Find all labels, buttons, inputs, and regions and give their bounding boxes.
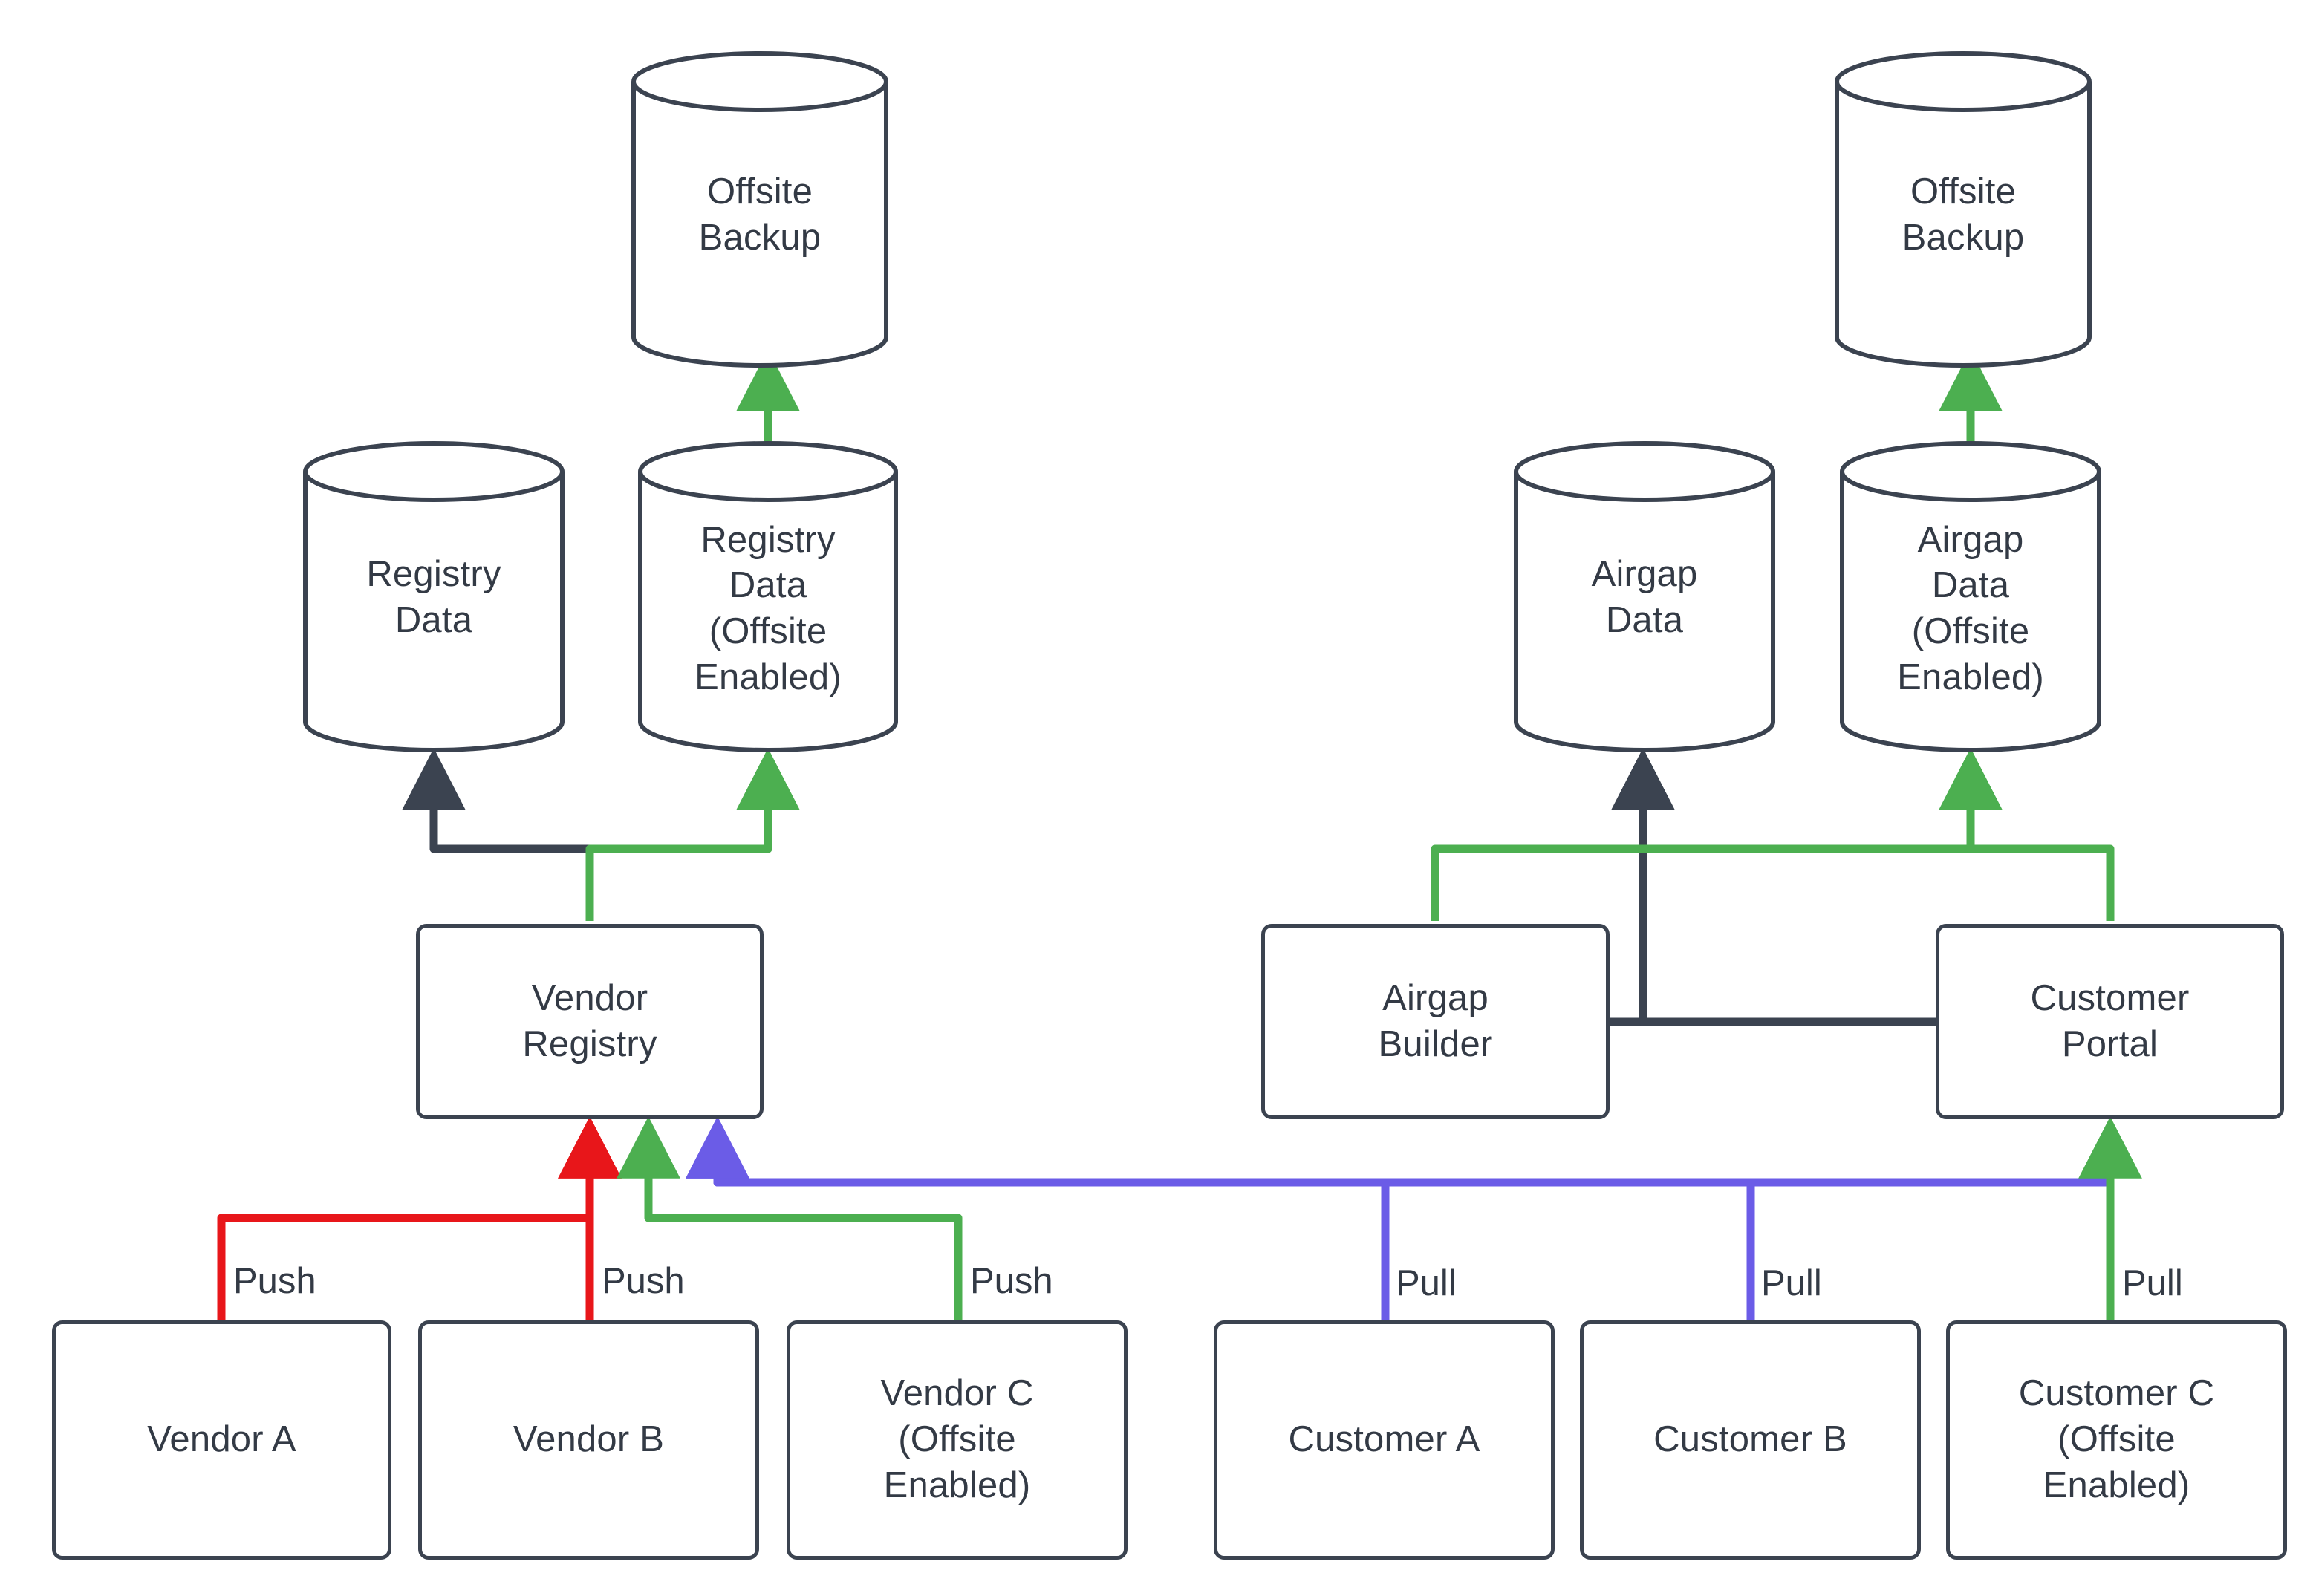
node-airgap-data[interactable]: Airgap Data xyxy=(1591,554,1698,640)
node-registry-data-offsite[interactable]: Registry Data (Offsite Enabled) xyxy=(694,519,842,697)
cylinder-offsite-backup-left xyxy=(631,82,888,368)
edge-label-vendor-b-push: Push xyxy=(602,1261,685,1301)
node-offsite-backup-left[interactable]: Offsite Backup xyxy=(698,172,822,258)
cylinder-offsite-backup-right xyxy=(1835,82,2092,368)
cylinder-top-airgap-data xyxy=(1514,441,1775,502)
edge-label-customer-a-pull: Pull xyxy=(1396,1263,1457,1303)
node-customer-c[interactable]: Customer C (Offsite Enabled) xyxy=(1946,1320,2287,1560)
edge-airgap-builder-to-airgap-data-offsite xyxy=(1431,748,2003,921)
node-airgap-data-offsite[interactable]: Airgap Data (Offsite Enabled) xyxy=(1897,519,2044,697)
node-vendor-b[interactable]: Vendor B xyxy=(418,1320,759,1560)
edge-vendor-registry-to-registry-data-offsite xyxy=(585,748,800,921)
edge-customer-b-pull xyxy=(686,1116,1755,1320)
node-vendor-c[interactable]: Vendor C (Offsite Enabled) xyxy=(787,1320,1128,1560)
edge-label-vendor-c-push: Push xyxy=(970,1261,1053,1301)
cylinder-top-offsite-backup-right xyxy=(1835,51,2092,112)
node-customer-a[interactable]: Customer A xyxy=(1214,1320,1555,1560)
edge-vendor-registry-to-registry-data xyxy=(402,748,594,921)
cylinder-registry-data xyxy=(303,472,565,752)
cylinder-top-offsite-backup-left xyxy=(631,51,888,112)
cylinder-airgap-data-offsite xyxy=(1840,472,2101,752)
edge-vendor-c-push xyxy=(617,1116,963,1320)
cylinder-top-airgap-data-offsite xyxy=(1840,441,2101,502)
cylinder-top-registry-data-offsite xyxy=(638,441,898,502)
node-customer-portal[interactable]: Customer Portal xyxy=(1936,924,2284,1119)
edge-label-vendor-a-push: Push xyxy=(233,1261,316,1301)
edge-label-customer-c-pull: Pull xyxy=(2122,1263,2183,1303)
node-offsite-backup-right[interactable]: Offsite Backup xyxy=(1902,172,2025,258)
cylinder-top-registry-data xyxy=(303,441,565,502)
edge-label-customer-b-pull: Pull xyxy=(1761,1263,1822,1303)
node-vendor-a[interactable]: Vendor A xyxy=(52,1320,391,1560)
edge-customer-portal-to-airgap-data-offsite xyxy=(1939,748,2115,921)
node-airgap-builder[interactable]: Airgap Builder xyxy=(1261,924,1610,1119)
cylinder-registry-data-offsite xyxy=(638,472,898,752)
node-registry-data[interactable]: Registry Data xyxy=(366,554,501,640)
node-vendor-registry[interactable]: Vendor Registry xyxy=(416,924,764,1119)
node-customer-b[interactable]: Customer B xyxy=(1580,1320,1921,1560)
cylinder-airgap-data xyxy=(1514,472,1775,752)
